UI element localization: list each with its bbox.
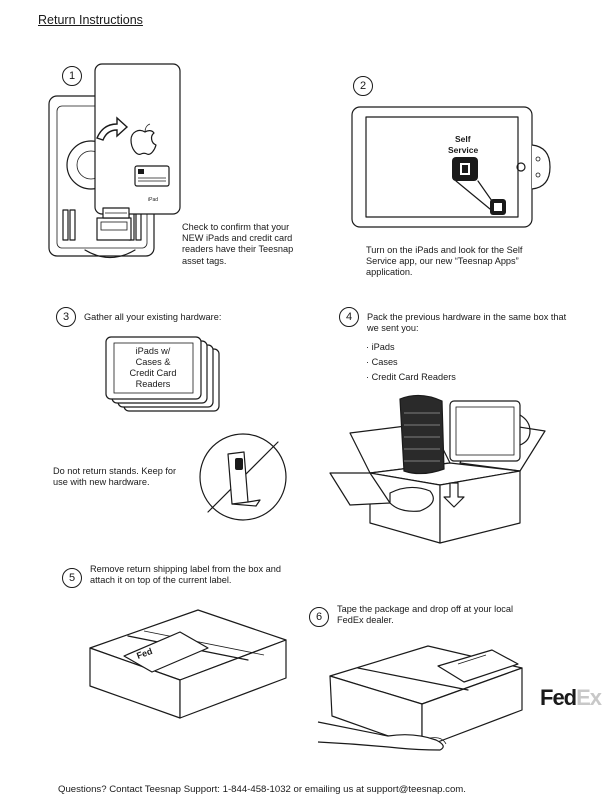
card-line-3: Credit Card	[129, 368, 177, 378]
card-line-4: Readers	[135, 379, 171, 389]
step-5-number: 5	[62, 568, 82, 588]
ipad-self-service-illustration	[351, 106, 551, 228]
step-2-number: 2	[353, 76, 373, 96]
step-6-number: 6	[309, 607, 329, 627]
fedex-logo-ex: Ex	[576, 685, 602, 710]
packing-list: · iPads · Cases · Credit Card Readers	[366, 340, 456, 385]
step-3-text: Gather all your existing hardware:	[84, 312, 222, 322]
step-1-text: Check to confirm that your NEW iPads and…	[182, 222, 294, 266]
box-with-label-illustration: Fed	[89, 609, 287, 719]
stands-note: Do not return stands. Keep for use with …	[53, 466, 177, 488]
step-4-number: 4	[339, 307, 359, 327]
no-stand-icon	[199, 433, 287, 521]
step-5-text: Remove return shipping label from the bo…	[90, 564, 282, 586]
support-footer: Questions? Contact Teesnap Support: 1-84…	[58, 784, 466, 795]
page-title: Return Instructions	[38, 13, 143, 27]
ipad-case-illustration	[48, 63, 181, 259]
hardware-stack-illustration	[105, 336, 220, 412]
hardware-card-text: iPads w/ Cases & Credit Card Readers	[114, 346, 192, 390]
step-1-number: 1	[62, 66, 82, 86]
ipad-back-label: iPad	[148, 197, 159, 203]
packing-box-illustration	[329, 394, 546, 544]
fedex-logo-fed: Fed	[540, 685, 577, 710]
fedex-logo: FedEx	[540, 685, 602, 711]
packing-item-readers: · Credit Card Readers	[366, 372, 456, 382]
step-3-number: 3	[56, 307, 76, 327]
self-service-label-2: Service	[448, 145, 479, 155]
step-4-text: Pack the previous hardware in the same b…	[367, 312, 567, 334]
self-service-label-1: Self	[455, 134, 471, 144]
card-line-1: iPads w/	[135, 346, 171, 356]
packing-item-cases: · Cases	[366, 357, 398, 367]
taped-box-illustration	[317, 645, 523, 751]
packing-item-ipads: · iPads	[366, 342, 395, 352]
step-6-text: Tape the package and drop off at your lo…	[337, 604, 514, 626]
step-2-text: Turn on the iPads and look for the Self …	[366, 245, 523, 278]
card-line-2: Cases &	[135, 357, 171, 367]
